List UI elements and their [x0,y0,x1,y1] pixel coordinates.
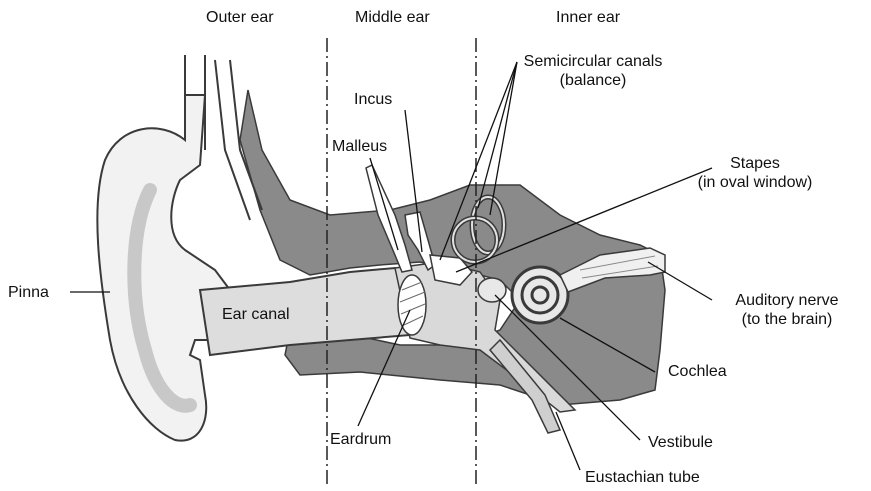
label-pinna: Pinna [8,283,49,302]
label-eustachian-tube: Eustachian tube [585,468,700,487]
leader-eustachian [556,412,580,470]
semicircular-line1: Semicircular canals [518,52,668,71]
section-outer-ear: Outer ear [206,8,274,27]
label-cochlea: Cochlea [668,362,727,381]
semicircular-line2: (balance) [518,71,668,90]
label-ear-canal: Ear canal [222,305,290,324]
auditory-line2: (to the brain) [712,310,862,329]
stapes-line2: (in oval window) [680,173,830,192]
label-semicircular-canals: Semicircular canals (balance) [518,52,668,90]
label-vestibule: Vestibule [648,433,713,452]
label-eardrum: Eardrum [330,430,391,449]
label-auditory-nerve: Auditory nerve (to the brain) [712,291,862,329]
label-incus: Incus [354,90,392,109]
auditory-line1: Auditory nerve [712,291,862,310]
vestibule-shape [478,278,506,302]
section-middle-ear: Middle ear [355,8,430,27]
stapes-line1: Stapes [680,154,830,173]
section-inner-ear: Inner ear [556,8,620,27]
label-malleus: Malleus [332,137,387,156]
label-stapes: Stapes (in oval window) [680,154,830,192]
